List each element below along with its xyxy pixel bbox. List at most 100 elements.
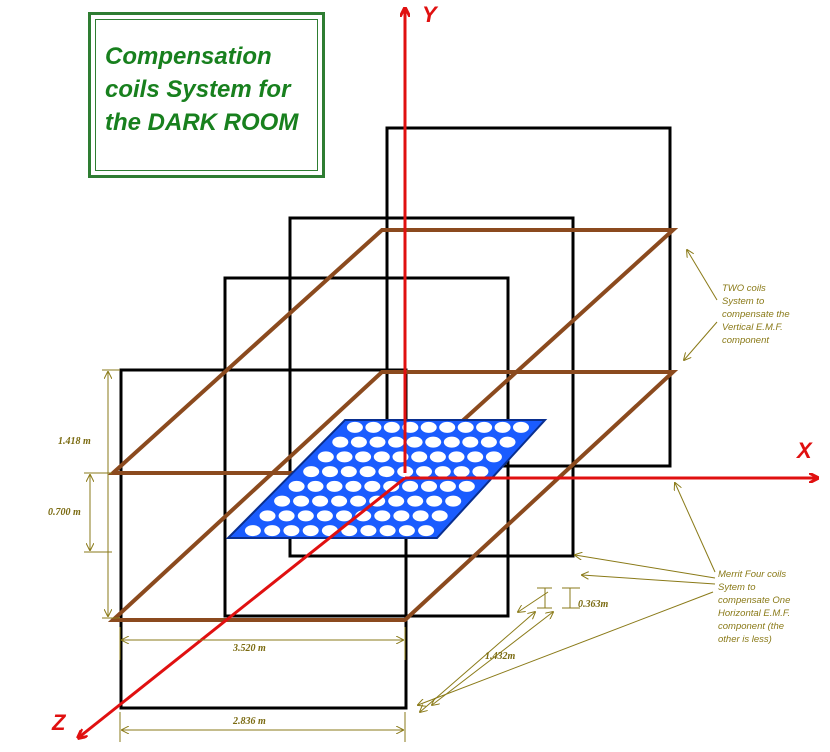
plate-hole — [425, 436, 442, 448]
title-line-1: Compensation — [105, 43, 272, 70]
two-coils-note-line: TWO coils — [722, 283, 766, 294]
axes — [78, 8, 818, 738]
plate-hole — [467, 451, 484, 463]
plate-hole — [317, 451, 334, 463]
z-axis-label: Z — [52, 710, 66, 735]
plate-hole — [429, 451, 446, 463]
plate-hole — [458, 480, 475, 492]
plate-hole — [307, 480, 324, 492]
title-line-3: the DARK ROOM — [105, 109, 299, 136]
merrit-note-line: compensate One — [718, 595, 791, 606]
plate-hole — [264, 525, 281, 537]
plate-hole — [421, 480, 437, 492]
plate-hole — [388, 436, 405, 448]
plate-hole — [457, 421, 474, 433]
title-box: Compensation coils System for the DARK R… — [88, 12, 325, 178]
plate-hole — [278, 510, 295, 522]
plate-hole — [434, 466, 451, 478]
plate-hole — [359, 466, 376, 478]
plate-hole — [373, 451, 390, 463]
dim-height-0700: 0.700 m — [48, 507, 81, 518]
plate-hole — [340, 466, 357, 478]
plate-hole — [360, 525, 377, 537]
plate-hole — [364, 480, 381, 492]
plate-hole — [259, 510, 276, 522]
plate-hole — [346, 421, 363, 433]
merrit-note-line: Merrit Four coils — [718, 569, 787, 580]
plate-hole — [412, 510, 429, 522]
z-axis-line — [78, 476, 406, 738]
plate-hole — [350, 436, 367, 448]
merritt-coil-mid-back — [288, 216, 575, 558]
plate-hole — [297, 510, 314, 522]
test-plate — [225, 419, 548, 539]
plate-hole — [350, 495, 367, 507]
merrit-note-line: Sytem to — [718, 582, 756, 593]
lower-horizontal-coil — [107, 370, 679, 622]
plate-hole — [322, 466, 338, 478]
plate-hole — [336, 451, 353, 463]
title-line-2: coils System for — [105, 76, 291, 103]
merrit-note-line: component (the — [718, 621, 785, 632]
dim-gap-0363: 0.363m — [578, 599, 609, 610]
plate-hole — [331, 495, 348, 507]
annotation-leaders — [418, 250, 718, 705]
plate-hole — [288, 480, 305, 492]
x-axis-label: X — [797, 438, 812, 463]
plate-hole — [355, 451, 372, 463]
plate-hole — [499, 436, 516, 448]
plate-hole — [379, 525, 396, 537]
plate-hole — [374, 510, 391, 522]
plate-hole — [244, 525, 261, 537]
title-inner-border — [95, 19, 318, 171]
two-coils-note-line: Vertical E.M.F. — [722, 322, 783, 333]
plate-hole — [383, 480, 400, 492]
plate-hole — [383, 421, 400, 433]
two-coils-note-line: compensate the — [722, 309, 790, 320]
plate-hole — [393, 510, 410, 522]
dim-diag-1432: 1.432m — [485, 651, 516, 662]
plate-hole — [312, 495, 329, 507]
plate-hole — [485, 451, 502, 463]
plate-hole — [398, 525, 415, 537]
y-axis-label: Y — [422, 2, 437, 27]
plate-hole — [283, 525, 300, 537]
plate-hole — [439, 480, 456, 492]
plate-hole — [341, 525, 358, 537]
two-coils-note-line: component — [722, 335, 770, 346]
plate-hole — [406, 436, 423, 448]
merrit-note-line: other is less) — [718, 634, 772, 645]
plate-hole — [336, 510, 352, 522]
plate-hole — [418, 525, 435, 537]
plate-hole — [365, 421, 382, 433]
plate-hole — [453, 466, 470, 478]
plate-hole — [443, 436, 460, 448]
plate-hole — [513, 421, 529, 433]
merrit-note-line: Horizontal E.M.F. — [718, 608, 791, 619]
plate-hole — [448, 451, 465, 463]
plate-hole — [316, 510, 333, 522]
plate-hole — [445, 495, 462, 507]
plate-hole — [439, 421, 456, 433]
plate-hole — [378, 466, 395, 478]
plate-hole — [332, 436, 349, 448]
plate-hole — [462, 436, 479, 448]
plate-hole — [420, 421, 437, 433]
plate-hole — [402, 480, 419, 492]
merritt-coil-back — [385, 126, 672, 468]
plate-hole — [326, 480, 343, 492]
dimension-lines — [84, 369, 580, 742]
plate-hole — [302, 525, 319, 537]
plate-hole — [480, 436, 497, 448]
dim-width-2836: 2.836 m — [233, 716, 266, 727]
plate-hole — [411, 451, 428, 463]
plate-hole — [345, 480, 362, 492]
plate-hole — [407, 495, 424, 507]
merrit-note: Merrit Four coils Sytem to compensate On… — [718, 568, 790, 646]
plate-hole — [426, 495, 443, 507]
plate-hole — [416, 466, 432, 478]
plate-hole — [476, 421, 493, 433]
dim-height-1418: 1.418 m — [58, 436, 91, 447]
